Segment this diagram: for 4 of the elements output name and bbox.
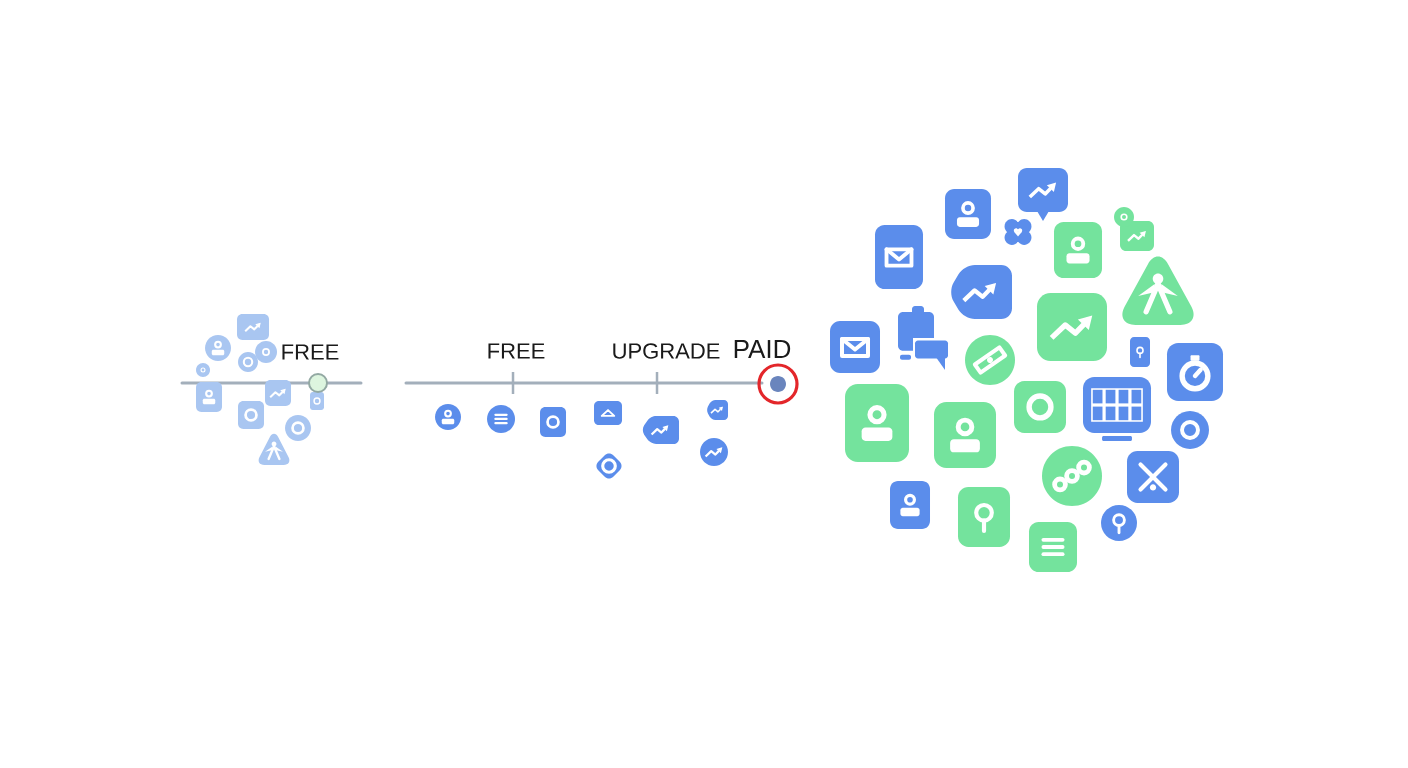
stage-label: PAID xyxy=(734,340,791,358)
stage-label: FREE xyxy=(488,343,545,359)
stage-label: UPGRADE xyxy=(613,343,720,359)
stage-label: FREE xyxy=(282,344,339,360)
